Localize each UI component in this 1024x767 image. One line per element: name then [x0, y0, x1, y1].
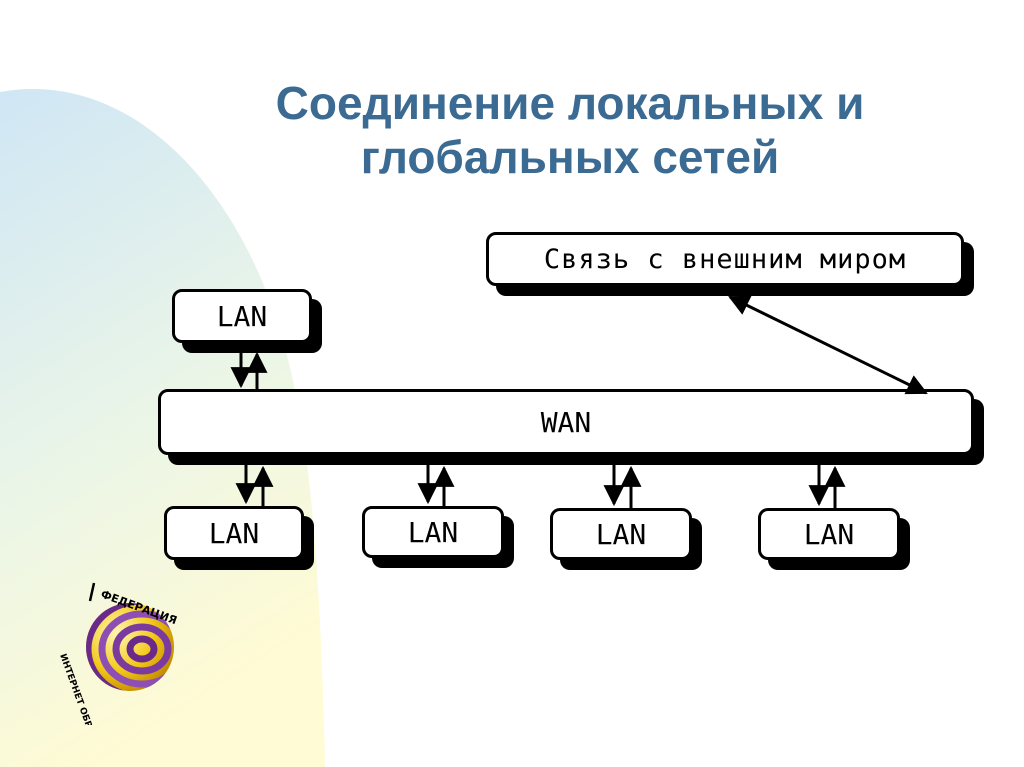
bottom-lan-box-4: LAN	[758, 508, 900, 560]
top-lan-box: LAN	[172, 289, 312, 343]
wan-label: WAN	[540, 405, 592, 439]
bottom-lan-box-1: LAN	[164, 506, 304, 560]
title-line-2: глобальных сетей	[360, 131, 780, 183]
bottom-lan-box-3: LAN	[550, 508, 692, 560]
title-line-1: Соединение локальных и	[275, 77, 865, 129]
bottom-lan-box-2: LAN	[362, 506, 504, 558]
page-title: Соединение локальных и глобальных сетей	[200, 76, 940, 184]
arrow-external-wan	[728, 295, 928, 395]
bottom-lan-label-2: LAN	[407, 515, 459, 549]
bottom-lan-label-3: LAN	[595, 517, 647, 551]
external-world-box: Связь с внешним миром	[486, 232, 964, 286]
bottom-lan-label-4: LAN	[803, 517, 855, 551]
bottom-lan-label-1: LAN	[208, 516, 260, 550]
federation-logo: ФЕДЕРАЦИЯ ИНТЕРНЕТ ОБРАЗОВАНИЯ	[60, 582, 189, 725]
wan-box: WAN	[158, 389, 974, 455]
top-lan-label: LAN	[216, 299, 268, 333]
external-world-label: Связь с внешним миром	[543, 243, 907, 275]
